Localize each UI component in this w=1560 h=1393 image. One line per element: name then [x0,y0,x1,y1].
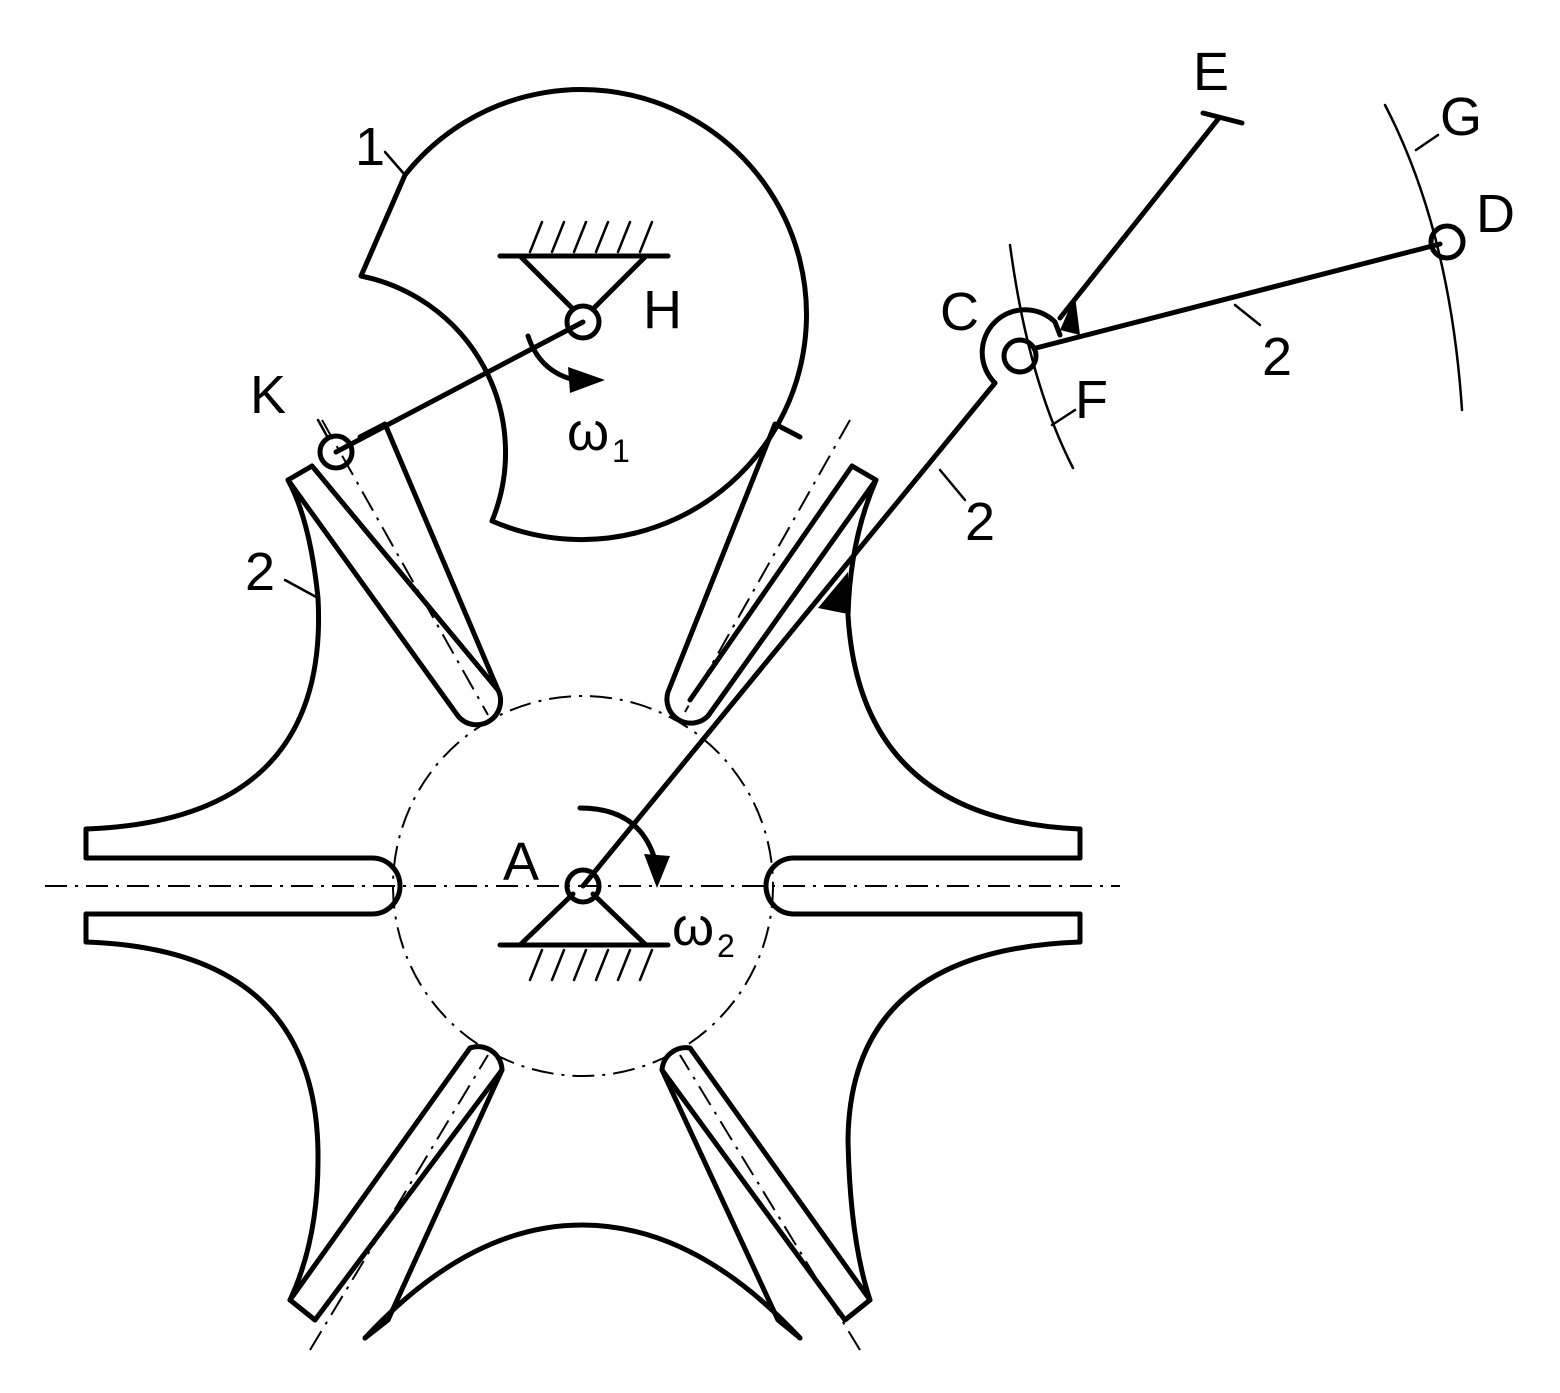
omega1-arrow [525,333,605,393]
label-g: G [1440,87,1482,147]
crank-disk-1 [358,87,809,542]
pivot-d [1428,223,1466,261]
leader-2-arm [938,468,967,502]
pivot-h [564,303,602,341]
rod-ce [1057,110,1245,335]
arc-g [1383,103,1464,412]
pin-k-tick [316,418,330,440]
svg-text:ω: ω [672,897,714,957]
label-omega2: ω 2 [672,897,735,964]
label-d: D [1476,184,1515,244]
arc-f-tick [1050,408,1077,427]
label-link-2-arm: 2 [965,492,995,552]
label-c: C [940,282,979,342]
ground-support-a [497,891,671,982]
svg-text:2: 2 [717,928,735,964]
label-h: H [643,280,682,340]
geneva-slots [83,421,1083,1341]
svg-text:ω: ω [567,402,609,462]
label-f: F [1075,370,1108,430]
label-e: E [1193,42,1229,102]
joint-c [979,307,1063,386]
leader-1 [383,150,407,177]
label-link-2-rod: 2 [1262,327,1292,387]
label-k: K [250,365,286,425]
label-omega1: ω 1 [567,402,630,469]
arc-f [1008,243,1075,470]
arm-ac [580,380,998,889]
leader-2-wheel [283,578,320,600]
svg-text:1: 1 [612,433,630,469]
rod-cd [1033,241,1443,351]
label-a: A [503,832,539,892]
ground-support-h [497,220,671,312]
omega2-arrow [577,805,670,888]
leader-2-rod [1233,303,1262,327]
pin-k [317,433,355,471]
label-link-2-wheel: 2 [245,542,275,602]
label-link-1: 1 [355,117,385,177]
pivot-a [564,867,602,905]
arc-g-tick [1414,133,1440,152]
geneva-wheel-2 [83,477,1083,1341]
